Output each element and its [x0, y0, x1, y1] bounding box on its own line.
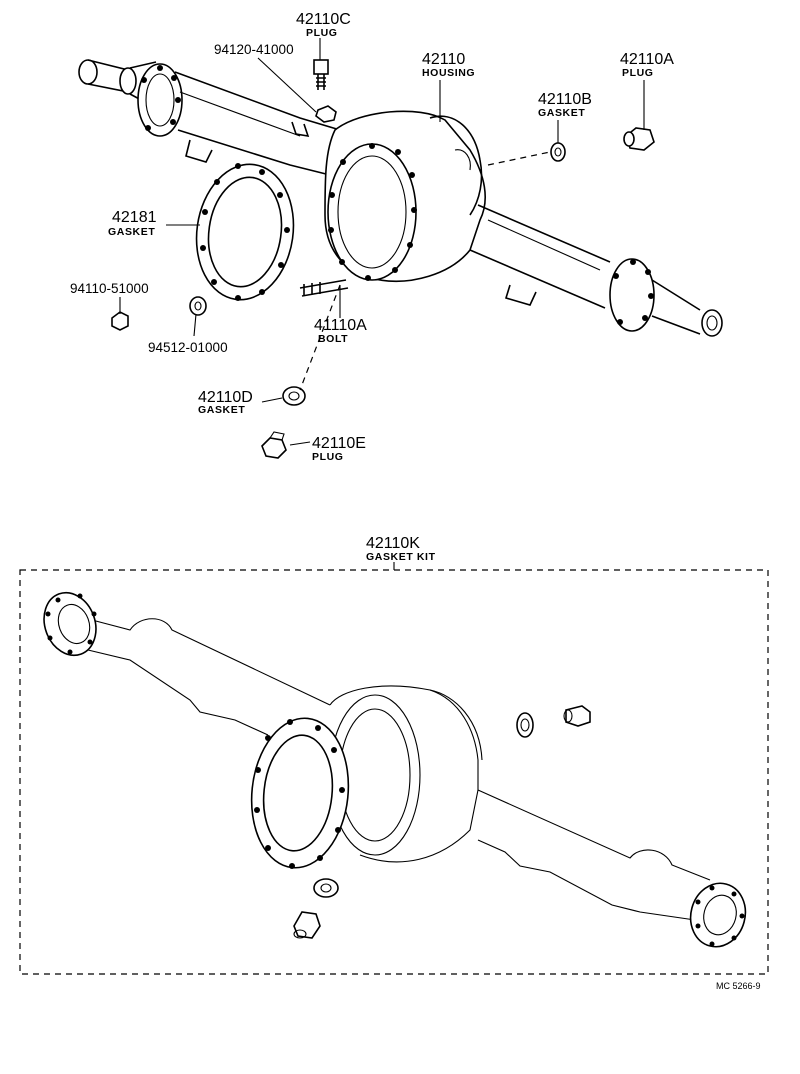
washer-icon: [516, 712, 534, 738]
part-42110e-name: PLUG: [312, 451, 344, 463]
gasket-icon: [195, 163, 295, 301]
diagram-code: MC 5266-9: [716, 981, 761, 991]
plug-icon: [293, 911, 321, 939]
plug-icon: [623, 127, 655, 151]
gasket-kit-box: [19, 569, 769, 975]
axle-housing-icon: [87, 618, 711, 921]
part-42110d-name: GASKET: [198, 404, 245, 416]
axle-housing-icon: [78, 59, 723, 337]
part-42110-number: 42110: [422, 51, 465, 68]
part-42110c-number: 42110C: [296, 11, 351, 28]
part-42110d-number: 42110D: [198, 389, 253, 406]
part-94110-number: 94110-51000: [70, 281, 149, 296]
part-94120-number: 94120-41000: [214, 42, 294, 57]
plug-icon: [313, 59, 329, 90]
part-42110b-name: GASKET: [538, 107, 585, 119]
part-94512-number: 94512-01000: [148, 340, 228, 355]
part-42181-name: GASKET: [108, 226, 155, 238]
part-42110b-number: 42110B: [538, 91, 592, 108]
washer-icon: [189, 296, 207, 316]
part-42110k-name: GASKET KIT: [366, 551, 436, 563]
part-42181-number: 42181: [112, 209, 157, 226]
gasket-icon: [689, 882, 747, 948]
gasket-icon: [250, 717, 350, 869]
washer-icon: [550, 142, 566, 162]
plug-icon: [261, 431, 287, 459]
part-42110c-name: PLUG: [306, 27, 338, 39]
plug-icon: [563, 705, 591, 727]
part-42110k-number: 42110K: [366, 535, 420, 552]
part-42110a-name: PLUG: [622, 67, 654, 79]
part-42110e-number: 42110E: [312, 435, 366, 452]
bolt-icon: [299, 279, 349, 297]
part-41110a-number: 41110A: [314, 317, 367, 334]
part-42110a-number: 42110A: [620, 51, 674, 68]
part-41110a-name: BOLT: [318, 333, 348, 345]
washer-icon: [313, 878, 339, 898]
nut-icon: [315, 105, 337, 123]
part-42110-name: HOUSING: [422, 67, 475, 79]
gasket-icon: [43, 591, 97, 657]
washer-icon: [282, 386, 306, 406]
nut-icon: [111, 311, 129, 331]
